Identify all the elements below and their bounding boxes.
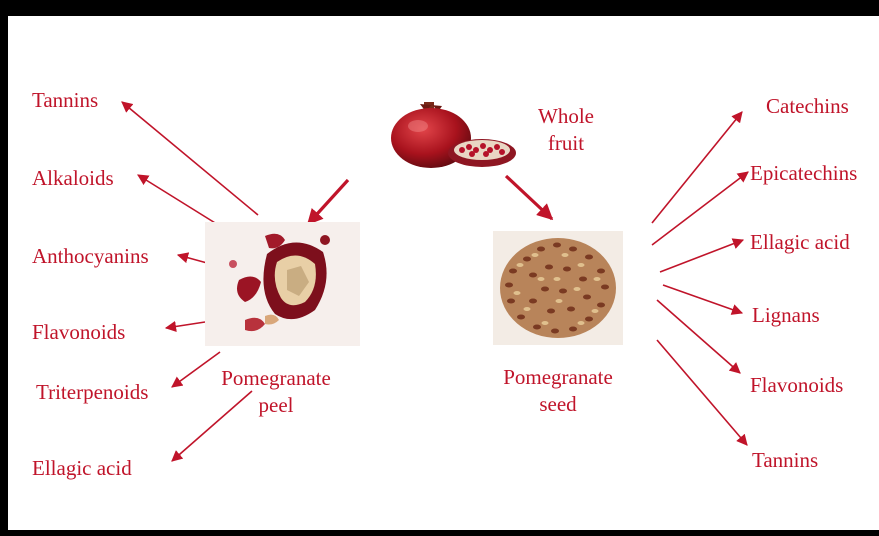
whole-fruit-line1: Whole [526,104,606,128]
seed-compound-tannins: Tannins [752,448,818,472]
arrow-seed-tannins [657,340,747,445]
arrow-seed-catechins [652,112,742,223]
arrow-seed-epicatechins [652,172,748,245]
peel-title-line1: Pomegranate [198,366,354,390]
peel-compound-flavonoids: Flavonoids [32,320,125,344]
seed-compound-catechins: Catechins [766,94,849,118]
seed-compound-ellagic-acid: Ellagic acid [750,230,850,254]
whole-fruit-label: Whole fruit [526,104,606,155]
whole-fruit-image [390,98,522,172]
arrow-seed-lignans [663,285,742,313]
peel-compound-triterpenoids: Triterpenoids [36,380,148,404]
arrow-seed-ellagic-acid [660,240,743,272]
arrow-to-peel [308,180,348,224]
peel-compound-tannins: Tannins [32,88,98,112]
arrow-peel-flavonoids [166,322,205,328]
peel-title-line2: peel [198,393,354,417]
peel-compound-alkaloids: Alkaloids [32,166,114,190]
peel-title: Pomegranate peel [198,366,354,417]
pomegranate-peel-image [205,222,360,346]
seed-title: Pomegranate seed [480,365,636,416]
arrow-peel-alkaloids [138,175,220,226]
whole-fruit-line2: fruit [526,131,606,155]
seed-title-line1: Pomegranate [480,365,636,389]
seed-title-line2: seed [480,392,636,416]
arrow-peel-tannins [122,102,258,215]
arrow-to-seed [506,176,552,219]
pomegranate-seed-image [493,231,623,345]
seed-compound-flavonoids: Flavonoids [750,373,843,397]
arrow-seed-flavonoids [657,300,740,373]
peel-compound-ellagic-acid: Ellagic acid [32,456,132,480]
seed-compound-lignans: Lignans [752,303,820,327]
peel-compound-anthocyanins: Anthocyanins [32,244,149,268]
seed-compound-epicatechins: Epicatechins [750,161,857,185]
